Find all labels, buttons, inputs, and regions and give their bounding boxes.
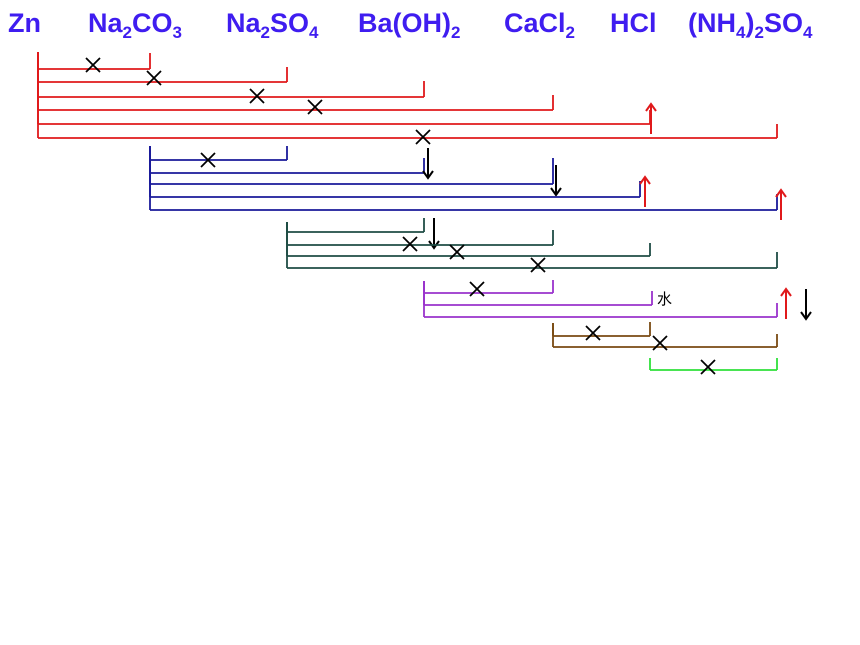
formula-subscript: 2 (754, 23, 764, 42)
formula-part: CaCl (504, 8, 566, 38)
formula-subscript: 2 (565, 23, 575, 42)
no-reaction-cross (585, 325, 601, 341)
formula-part: SO (269, 8, 309, 38)
precipitate-arrow-icon (428, 240, 440, 250)
formula-part: ) (745, 8, 755, 38)
formula-part: Ba(OH) (358, 8, 451, 38)
formula-subscript: 2 (260, 23, 270, 42)
formula-subscript: 4 (309, 23, 319, 42)
formula-part: HCl (610, 8, 657, 38)
no-reaction-cross (146, 70, 162, 86)
precipitate-arrow-icon (422, 170, 434, 180)
reagent-label-na2so4: Na2SO4 (226, 8, 318, 42)
gas-arrow-icon (775, 188, 787, 198)
no-reaction-cross (200, 152, 216, 168)
formula-part: (NH (688, 8, 736, 38)
reagent-label-nh42so4: (NH4)2SO4 (688, 8, 812, 42)
precipitate-arrow-icon (800, 311, 812, 321)
formula-subscript: 4 (736, 23, 746, 42)
reagent-label-zn: Zn (8, 10, 41, 37)
formula-subscript: 4 (802, 23, 813, 42)
no-reaction-cross (85, 57, 101, 73)
gas-arrow-icon (645, 102, 657, 112)
reagent-label-baoh2: Ba(OH)2 (358, 8, 460, 42)
no-reaction-cross (652, 335, 668, 351)
formula-subscript: 3 (172, 23, 182, 42)
no-reaction-cross (307, 99, 323, 115)
precipitate-arrow-icon (550, 187, 562, 197)
no-reaction-cross (469, 281, 485, 297)
formula-part: CO (131, 8, 173, 38)
no-reaction-cross (402, 236, 418, 252)
formula-part: SO (763, 8, 803, 38)
no-reaction-cross (249, 88, 265, 104)
formula-subscript: 2 (122, 23, 132, 42)
water-note: 水 (657, 291, 672, 308)
formula-part: Zn (8, 8, 41, 38)
gas-arrow-icon (639, 175, 651, 185)
reagent-label-hcl: HCl (610, 10, 657, 37)
reagent-label-cacl2: CaCl2 (504, 8, 575, 42)
reagent-label-na2co3: Na2CO3 (88, 8, 182, 42)
no-reaction-cross (530, 257, 546, 273)
gas-arrow-icon (780, 287, 792, 297)
formula-part: Na (88, 8, 123, 38)
formula-subscript: 2 (451, 23, 461, 42)
no-reaction-cross (415, 129, 431, 145)
formula-part: Na (226, 8, 261, 38)
no-reaction-cross (700, 359, 716, 375)
no-reaction-cross (449, 244, 465, 260)
